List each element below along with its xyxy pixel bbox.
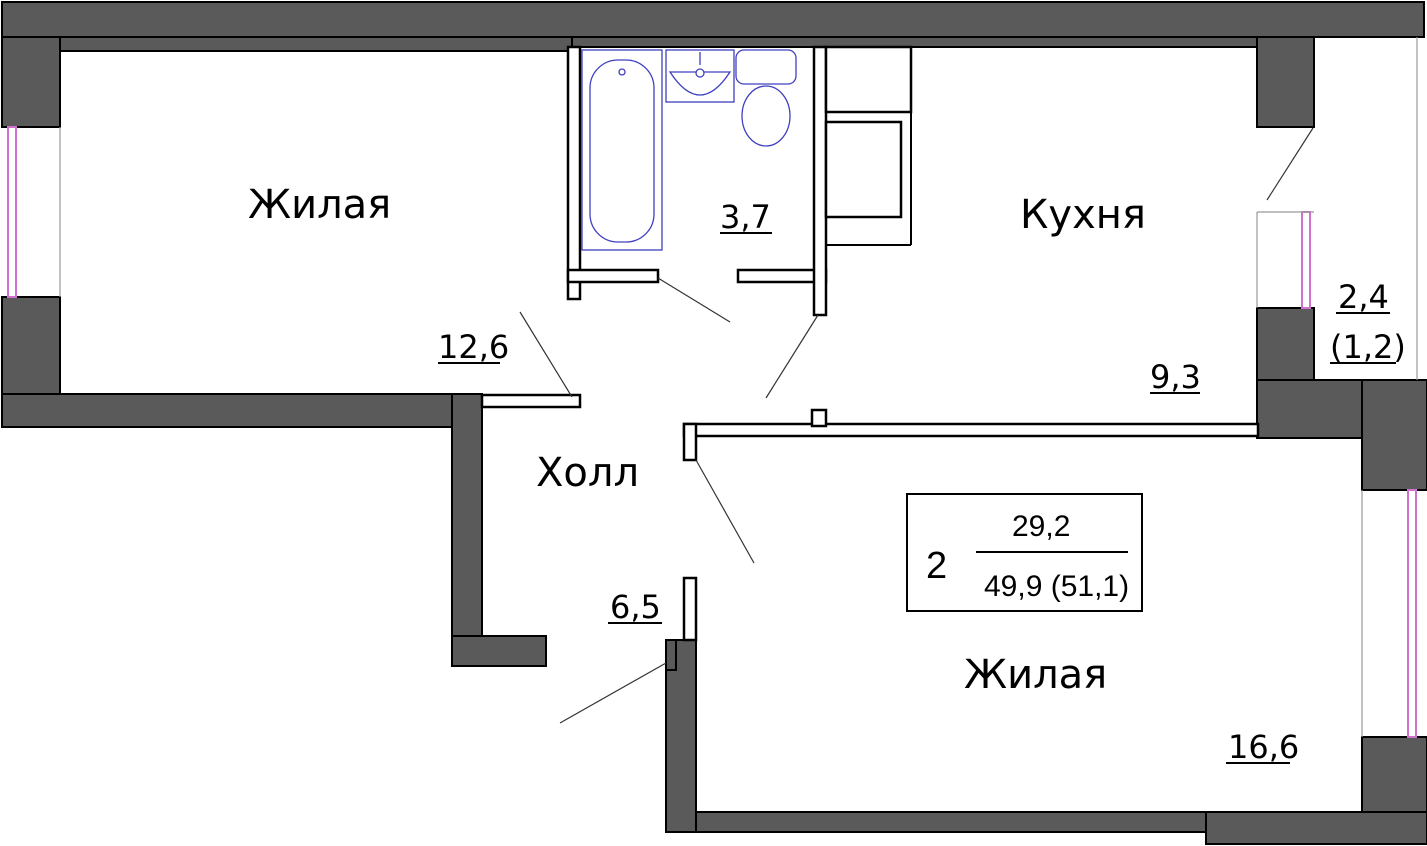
wall-bottom-room-left <box>665 639 697 833</box>
interior-walls <box>480 45 1260 642</box>
summary-rooms-count: 2 <box>926 545 947 587</box>
room-area-bathroom: 3,7 <box>720 198 771 236</box>
room-area-living-right: 16,6 <box>1228 728 1299 766</box>
wall-bottom <box>665 811 1207 833</box>
door-kitchen <box>765 314 819 399</box>
doors <box>519 127 1314 724</box>
room-area-balcony-reduced: (1,2) <box>1330 328 1406 366</box>
bathtub-icon <box>581 49 663 251</box>
wall-hall-corner <box>665 639 677 671</box>
door-balcony <box>1266 127 1314 201</box>
wall-top-mid <box>571 36 1258 48</box>
summary-living-area: 29,2 <box>1012 510 1070 543</box>
room-label-living-right: Жилая <box>964 652 1107 698</box>
wall-bath-bottom-left <box>566 268 660 284</box>
toilet-icon <box>735 49 797 147</box>
plumbing <box>581 49 797 251</box>
window-balcony-door <box>1256 37 1418 380</box>
door-right-room <box>695 459 755 564</box>
wall-bath-right <box>812 45 828 317</box>
wall-left-room-door-jamb <box>480 393 582 409</box>
wall-bath-left <box>566 45 582 301</box>
wall-kitchen-stub <box>810 408 828 428</box>
room-area-kitchen: 9,3 <box>1150 358 1201 396</box>
sink-icon <box>665 49 735 103</box>
wall-top <box>1 1 1425 38</box>
room-label-living-left: Жилая <box>248 182 391 228</box>
wall-hall-left-bottom <box>451 635 547 667</box>
room-area-living-left: 12,6 <box>438 328 509 366</box>
door-bathroom <box>657 277 731 323</box>
kitchen-cabinet-bottom <box>824 120 903 219</box>
room-area-balcony: 2,4 <box>1338 278 1389 316</box>
window-right <box>1361 489 1417 738</box>
window-left <box>7 126 61 298</box>
windows <box>7 37 1418 738</box>
wall-kitchen-right-upper <box>1256 36 1315 128</box>
kitchen-cabinet-top <box>824 45 913 114</box>
room-label-hall: Холл <box>536 450 639 496</box>
apartment-summary: 2 29,2 49,9 (51,1) <box>906 493 1143 612</box>
wall-top-left <box>1 36 573 52</box>
wall-left-room-bottom <box>1 393 483 428</box>
wall-kitchen-bottom <box>682 422 1260 438</box>
wall-hall-right-lower <box>682 576 698 642</box>
wall-hall-left <box>451 393 483 667</box>
wall-hall-right-stub <box>682 422 698 462</box>
room-area-hall: 6,5 <box>610 588 661 626</box>
summary-total-area: 49,9 (51,1) <box>984 570 1129 603</box>
door-entrance <box>559 662 667 724</box>
wall-bottom-right <box>1205 811 1427 845</box>
room-label-kitchen: Кухня <box>1020 192 1146 238</box>
wall-left-upper <box>1 36 61 128</box>
wall-right-upper <box>1361 379 1427 491</box>
door-left-room <box>519 311 573 398</box>
